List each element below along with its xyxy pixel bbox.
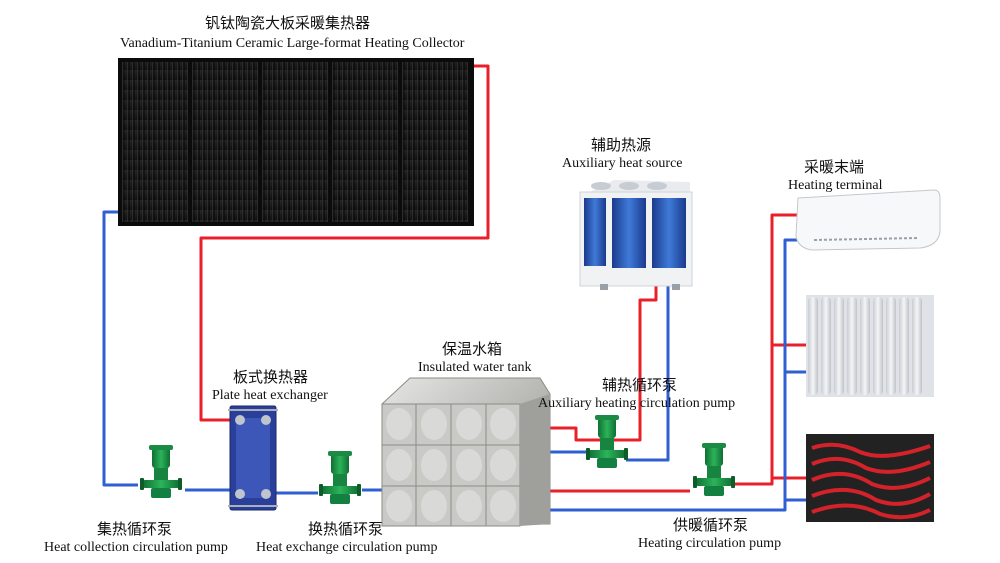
plate-hx-title-zh: 板式换热器: [233, 368, 309, 386]
hot-pipe-tank-to-aux: [550, 278, 658, 442]
radiator-terminal: [806, 295, 934, 397]
collect-pump-title-zh: 集热循环泵: [97, 520, 173, 538]
exchange-pump-title-en: Heat exchange circulation pump: [256, 540, 438, 555]
air-conditioner-terminal: [795, 189, 941, 251]
aux-pump-title-en: Auxiliary heating circulation pump: [538, 396, 736, 411]
exchange-pump-title-zh: 换热循环泵: [308, 520, 384, 538]
hot-pipe-collector-to-exchanger: [199, 64, 490, 422]
tank-title-en: Insulated water tank: [418, 360, 532, 375]
heating-pump-title-zh: 供暖循环泵: [673, 516, 749, 534]
plate-hx-title-en: Plate heat exchanger: [212, 388, 328, 403]
hot-pipe-heating-riser: [735, 213, 808, 486]
cold-pipe-heating-return: [550, 238, 808, 512]
cold-pipes: [102, 210, 808, 512]
insulated-water-tank: [381, 377, 551, 527]
terminal-title-zh: 采暖末端: [804, 158, 865, 176]
terminal-title-en: Heating terminal: [788, 178, 883, 193]
heating-circulation-pump: [693, 443, 735, 496]
floor-heating-terminal: [806, 434, 934, 522]
solar-collector: [118, 58, 474, 226]
collector-panel: [402, 62, 468, 222]
collector-panel: [122, 62, 188, 222]
cold-pipe-aux-return: [626, 278, 670, 462]
hot-pipes: [199, 64, 808, 493]
aux-source-title-en: Auxiliary heat source: [562, 156, 683, 171]
heat-collection-pump: [140, 445, 182, 498]
tank-title-zh: 保温水箱: [442, 340, 503, 358]
plate-heat-exchanger: [228, 405, 278, 511]
heat-exchange-pump: [319, 451, 361, 504]
collector-title-en: Vanadium-Titanium Ceramic Large-format H…: [120, 36, 465, 51]
collect-pump-title-en: Heat collection circulation pump: [44, 540, 228, 555]
collector-panel: [192, 62, 258, 222]
collector-panel: [262, 62, 328, 222]
cold-pipe-collector-return: [102, 210, 138, 487]
auxiliary-heat-source-unit: [579, 180, 693, 290]
collector-panel: [332, 62, 398, 222]
aux-source-title-zh: 辅助热源: [591, 136, 652, 154]
aux-pump-title-zh: 辅热循环泵: [602, 376, 678, 394]
heating-pump-title-en: Heating circulation pump: [638, 536, 782, 551]
collector-title-zh: 钒钛陶瓷大板采暖集热器: [205, 14, 371, 32]
